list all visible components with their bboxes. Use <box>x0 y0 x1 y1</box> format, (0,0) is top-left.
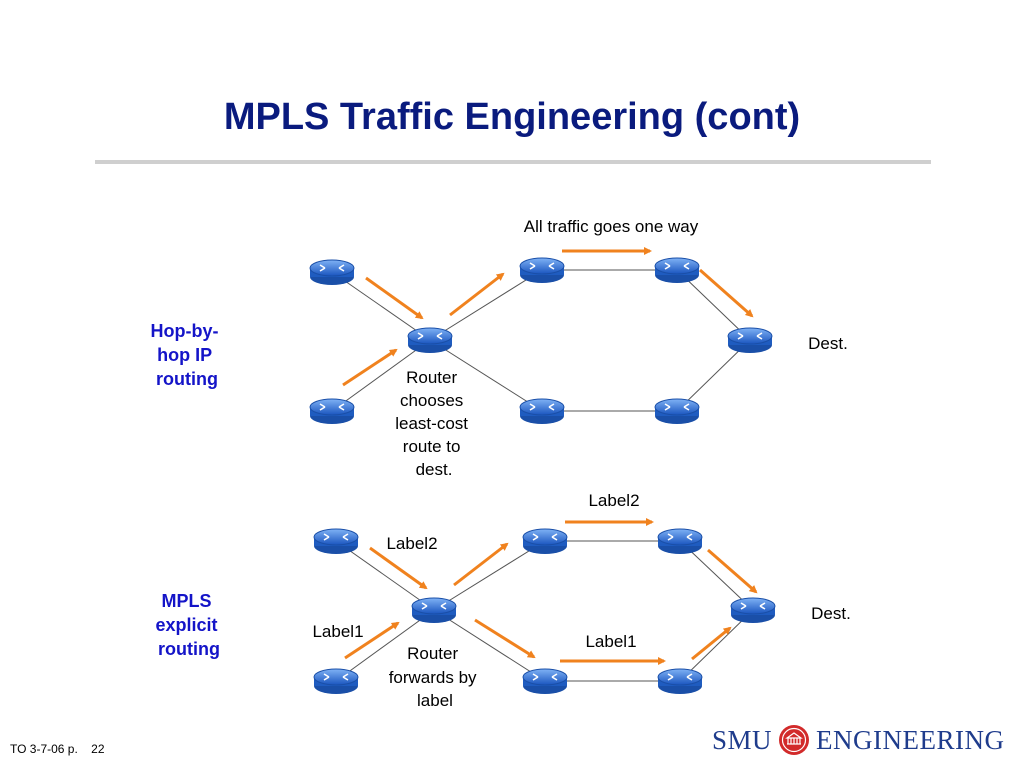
top-caption: All traffic goes one way <box>524 217 699 236</box>
router-icon <box>730 597 776 624</box>
orange-arrow <box>453 542 509 587</box>
label-upper-left: Label2 <box>386 534 437 553</box>
orange-arrow <box>342 348 398 387</box>
bottom-side-label: MPLS explicit routing <box>155 591 222 659</box>
top-dest-label: Dest. <box>808 334 848 353</box>
router-icon <box>727 327 773 354</box>
orange-arrow <box>344 621 400 660</box>
router-icon <box>313 528 359 555</box>
router-icon <box>654 398 700 425</box>
router-icon <box>657 668 703 695</box>
router-icon <box>411 597 457 624</box>
logo-engineering: ENGINEERING <box>816 724 1005 755</box>
smu-seal-icon <box>779 725 810 755</box>
router-icon <box>407 327 453 354</box>
bottom-arrows <box>344 518 758 665</box>
router-icon <box>309 259 355 286</box>
orange-arrow <box>369 546 428 590</box>
smu-engineering-logo: SMU ENGINEERING <box>712 720 1005 760</box>
slide-title: MPLS Traffic Engineering (cont) <box>223 96 801 138</box>
top-arrows <box>342 247 754 387</box>
orange-arrow <box>691 626 732 661</box>
slide-footer: TO 3-7-06 p. 22 <box>10 742 115 756</box>
label-bottom: Label1 <box>585 632 636 651</box>
title-divider <box>95 160 931 164</box>
router-icon <box>522 528 568 555</box>
top-router-note: Router chooses least-cost route to dest. <box>395 368 472 479</box>
router-icon <box>519 398 565 425</box>
orange-arrow <box>449 272 505 317</box>
orange-arrow <box>365 276 424 320</box>
router-icon <box>519 257 565 284</box>
bottom-router-note: Router forwards by label <box>389 644 482 710</box>
footer-text: TO 3-7-06 p. <box>10 742 78 756</box>
label-lower-left: Label1 <box>312 622 363 641</box>
router-icon <box>313 668 359 695</box>
router-icon <box>522 668 568 695</box>
orange-arrow <box>707 548 758 594</box>
router-icon <box>654 257 700 284</box>
page-number: 22 <box>91 742 105 756</box>
orange-arrow <box>699 268 754 318</box>
router-icon <box>309 398 355 425</box>
bottom-dest-label: Dest. <box>811 604 851 623</box>
router-icon <box>657 528 703 555</box>
top-side-label: Hop-by- hop IP routing <box>151 321 224 389</box>
label-top: Label2 <box>588 491 639 510</box>
top-links <box>331 269 751 412</box>
top-routers <box>309 257 773 425</box>
orange-arrow <box>474 618 536 659</box>
bottom-routers <box>313 528 776 695</box>
logo-smu: SMU <box>712 724 773 755</box>
bottom-links <box>335 540 754 682</box>
